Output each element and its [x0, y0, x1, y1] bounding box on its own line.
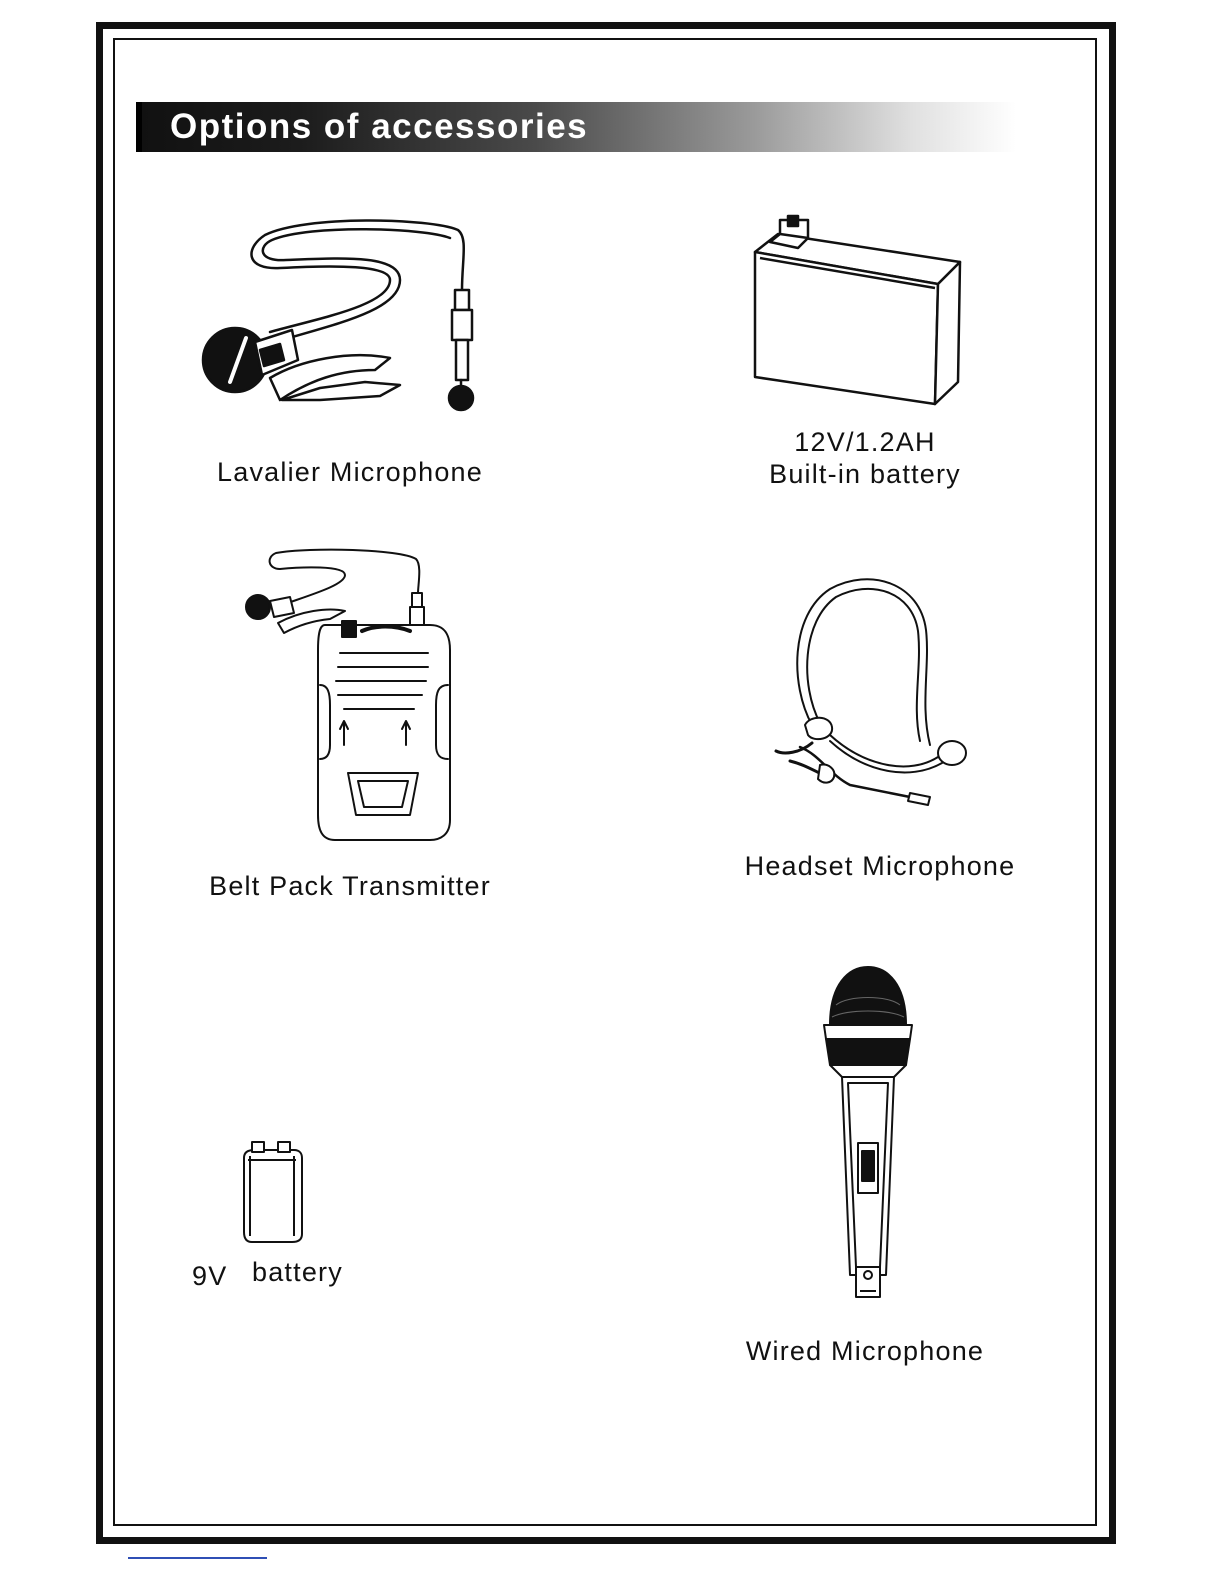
headset-microphone-icon	[770, 575, 980, 810]
section-title: Options of accessories	[170, 106, 588, 148]
label-wired-microphone: Wired Microphone	[720, 1335, 1010, 1367]
belt-pack-transmitter-icon	[240, 545, 460, 845]
label-battery-capacity: 12V/1.2AH	[740, 426, 990, 458]
label-belt-pack-transmitter: Belt Pack Transmitter	[180, 870, 520, 902]
nine-volt-battery-icon	[238, 1140, 308, 1245]
section-header-banner: Options of accessories	[136, 102, 1016, 152]
label-headset-microphone: Headset Microphone	[720, 850, 1040, 882]
label-built-in-battery: Built-in battery	[740, 458, 990, 490]
wired-microphone-icon	[818, 965, 918, 1300]
label-battery: battery	[252, 1256, 343, 1288]
sealed-battery-icon	[750, 212, 970, 408]
label-9v: 9V	[192, 1260, 227, 1292]
bottom-rule	[128, 1557, 267, 1559]
label-lavalier-microphone: Lavalier Microphone	[190, 456, 510, 488]
lavalier-microphone-icon	[200, 210, 500, 420]
